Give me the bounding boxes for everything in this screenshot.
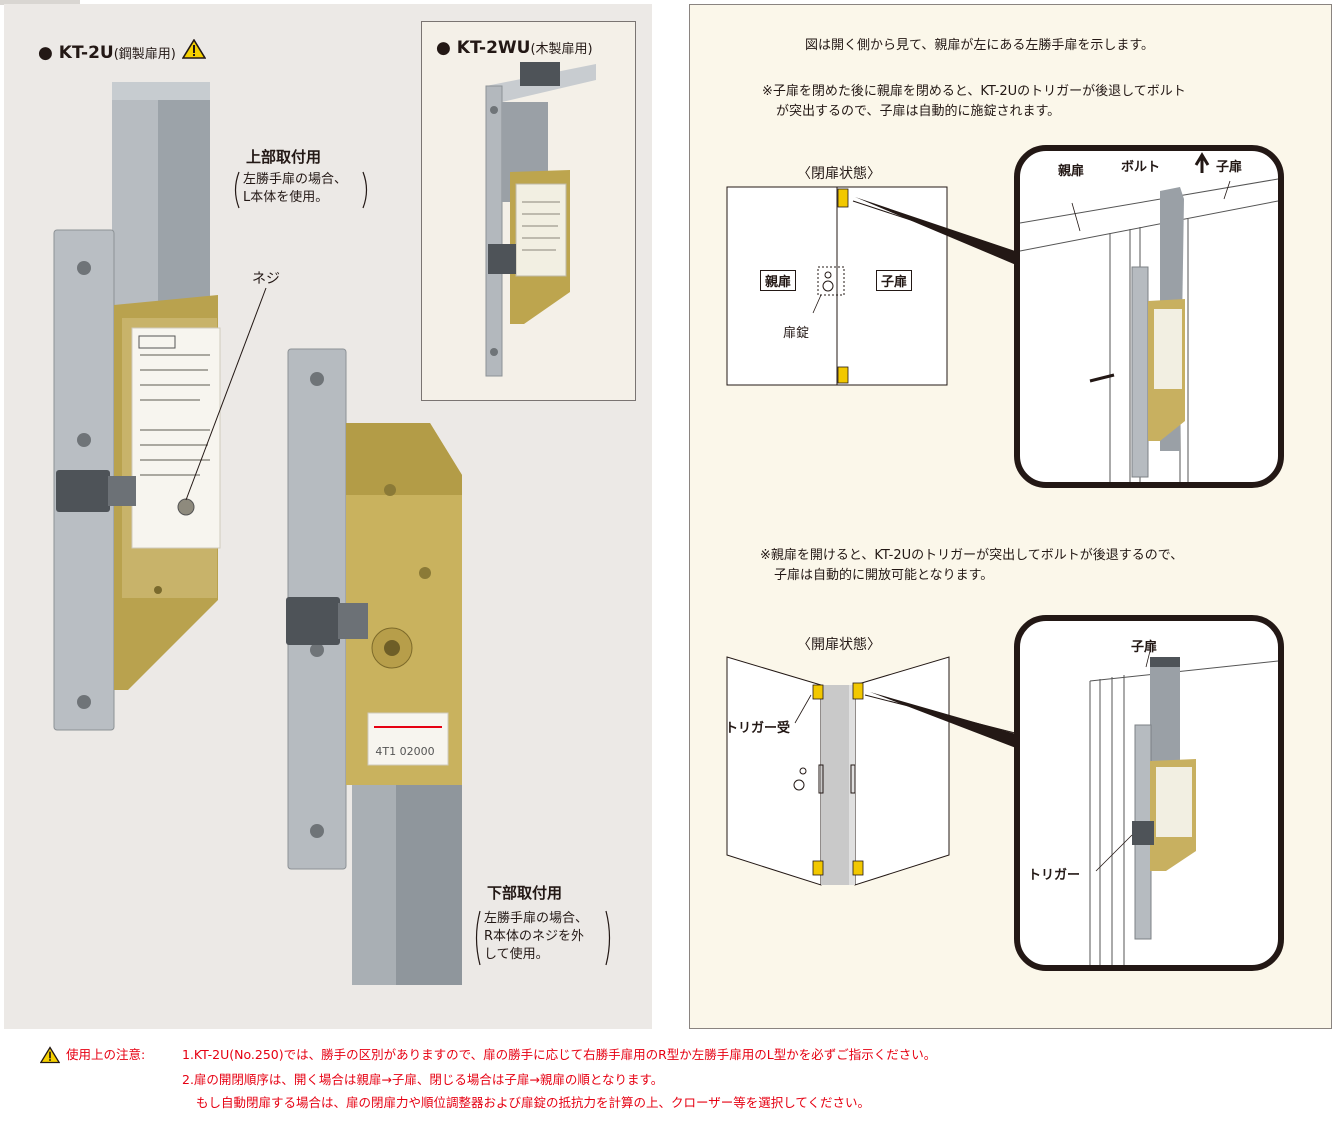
caution-line-2: 2.扉の開閉順序は、開く場合は親扉→子扉、閉じる場合は子扉→親扉の順となります。 <box>182 1072 664 1087</box>
warning-icon <box>181 39 206 59</box>
zoom-parent-door-label: 親扉 <box>1058 164 1085 179</box>
sticker-code: 4T1 02000 <box>375 745 434 758</box>
caution-heading: 使用上の注意: <box>66 1047 146 1062</box>
bracket-right-icon <box>362 171 368 209</box>
caution-line-1: 1.KT-2U(No.250)では、勝手の区別がありますので、扉の勝手に応じて右… <box>182 1047 937 1062</box>
zoom-child-door-label: 子扉 <box>1216 160 1243 175</box>
open-note: ※親扉を開けると、KT-2Uのトリガーが突出してボルトが後退するので、 子扉は自… <box>760 548 1184 583</box>
caution-warning-icon <box>40 1046 60 1064</box>
zoom-open-child-door-label: 子扉 <box>1131 640 1158 655</box>
bottom-mount-title: 下部取付用 <box>487 884 563 902</box>
bracket-right-icon <box>605 910 611 966</box>
bottom-mount-description: 左勝手扉の場合、 R本体のネジを外 して使用。 <box>474 910 611 966</box>
open-zoom-view <box>1014 615 1284 971</box>
closed-state-title: 〈閉扉状態〉 <box>797 166 881 182</box>
trigger-receiver-label: トリガー受 <box>725 721 791 736</box>
kt2wu-title: ● KT-2WU(木製扉用) <box>436 38 593 58</box>
kt2u-lower-device-photo: 4T1 02000 <box>286 348 462 985</box>
kt2u-upper-device-photo <box>53 82 221 731</box>
bracket-left-icon <box>234 171 240 209</box>
closed-zoom-illustration <box>1020 152 1278 482</box>
zoom-pointer-line <box>855 197 1021 267</box>
open-door-diagram <box>726 656 1024 886</box>
child-door-label: 子扉 <box>876 270 913 291</box>
closed-note: ※子扉を閉めた後に親扉を閉めると、KT-2Uのトリガーが後退してボルト が突出す… <box>762 84 1186 119</box>
trigger-label: トリガー <box>1028 868 1081 883</box>
open-state-title: 〈開扉状態〉 <box>797 637 881 653</box>
top-mount-description: 左勝手扉の場合、 L本体を使用。 <box>233 171 368 209</box>
kt2wu-device-photo <box>485 62 596 377</box>
kt2u-title: ● KT-2U(鋼製扉用) <box>38 38 206 63</box>
tab-marker <box>0 0 80 5</box>
parent-door-label: 親扉 <box>760 270 797 291</box>
screw-leader-line <box>185 287 267 501</box>
closed-zoom-view <box>1014 145 1284 488</box>
caution-line-3: もし自動閉扉する場合は、扉の閉扉力や順位調整器および扉錠の抵抗力を計算の上、クロ… <box>196 1095 871 1110</box>
diagram-intro: 図は開く側から見て、親扉が左にある左勝手扉を示します。 <box>805 38 1155 53</box>
bolt-label: ボルト <box>1121 160 1161 175</box>
bracket-left-icon <box>475 910 481 966</box>
screw-label: ネジ <box>252 271 280 287</box>
door-lock-label: 扉錠 <box>783 326 810 341</box>
zoom-pointer-line-2 <box>870 692 1016 748</box>
top-mount-title: 上部取付用 <box>246 148 322 166</box>
open-zoom-illustration <box>1089 650 1278 965</box>
